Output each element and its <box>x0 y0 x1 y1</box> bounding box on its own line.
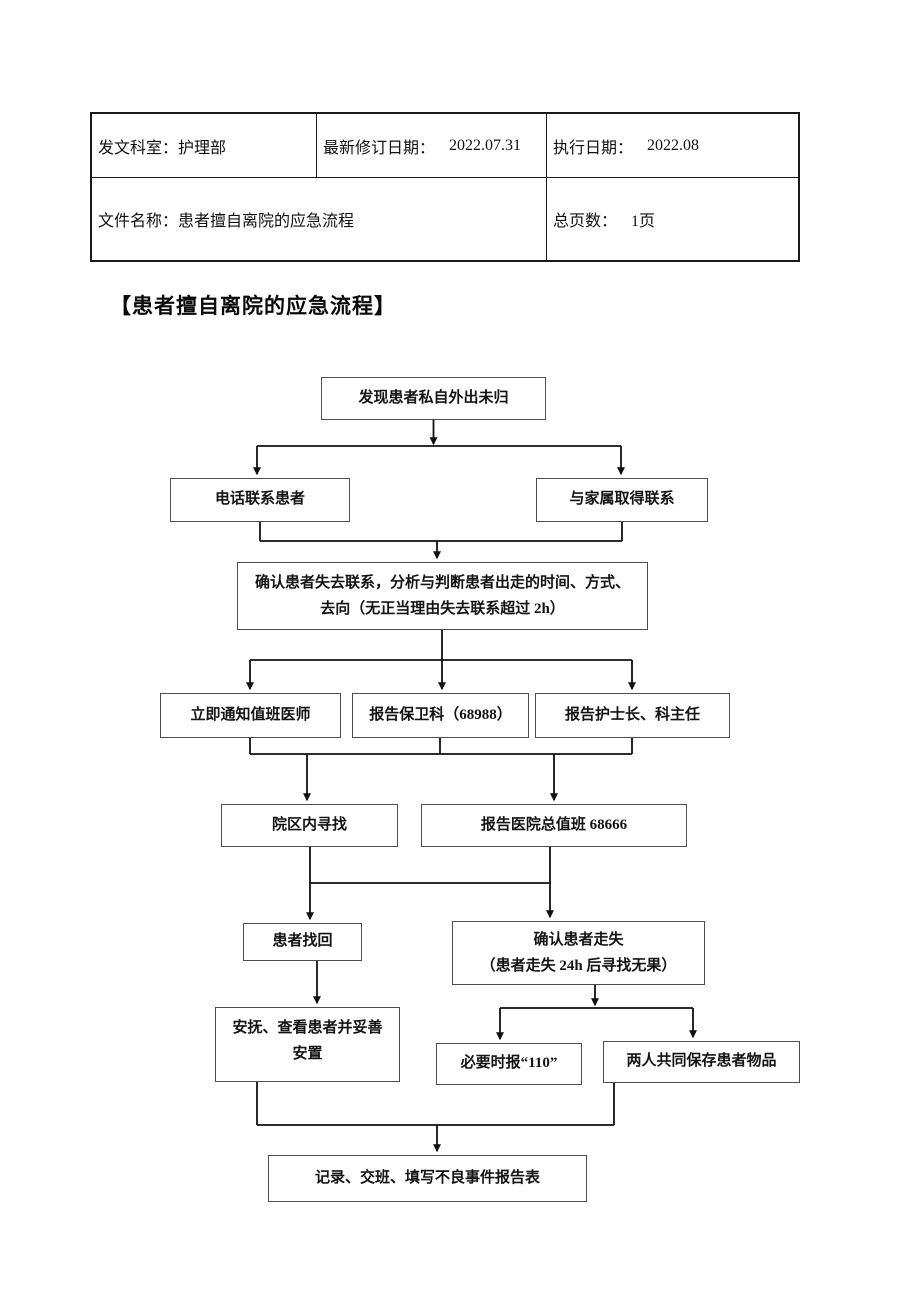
flow-node-confirm-contact-lost: 确认患者失去联系，分析与判断患者出走的时间、方式、 去向（无正当理由失去联系超过… <box>237 562 648 630</box>
revision-date-label: 最新修订日期： <box>323 139 436 157</box>
total-pages-cell: 总页数： 1页 <box>547 178 798 260</box>
effective-date-value: 2022.08 <box>647 136 700 154</box>
flow-node-contact-family: 与家属取得联系 <box>536 478 708 522</box>
flow-node-discover: 发现患者私自外出未归 <box>321 377 546 420</box>
issuing-dept-value: 护理部 <box>178 139 227 157</box>
flow-node-call-110: 必要时报“110” <box>436 1043 582 1085</box>
flow-node-report-head-nurse: 报告护士长、科主任 <box>535 693 730 738</box>
revision-date-cell: 最新修订日期： 2022.07.31 <box>317 114 547 177</box>
effective-date-label: 执行日期： <box>553 139 634 157</box>
total-pages-value: 1页 <box>631 213 656 230</box>
flow-node-keep-belongings: 两人共同保存患者物品 <box>603 1041 800 1083</box>
flow-node-search-hospital: 院区内寻找 <box>221 804 398 847</box>
file-name-cell: 文件名称：患者擅自离院的应急流程 <box>92 178 547 260</box>
flow-node-record-handover: 记录、交班、填写不良事件报告表 <box>268 1155 587 1202</box>
flow-node-notify-doctor: 立即通知值班医师 <box>160 693 341 738</box>
flow-node-report-security: 报告保卫科（68988） <box>352 693 529 738</box>
issuing-dept-label: 发文科室： <box>98 139 179 157</box>
header-table-row-2: 文件名称：患者擅自离院的应急流程 总页数： 1页 <box>92 178 798 260</box>
effective-date-cell: 执行日期： 2022.08 <box>547 114 798 177</box>
flow-node-comfort-patient: 安抚、查看患者并妥善 安置 <box>215 1007 400 1082</box>
header-table-row-1: 发文科室：护理部 最新修订日期： 2022.07.31 执行日期： 2022.08 <box>92 114 798 178</box>
file-name-value: 患者擅自离院的应急流程 <box>178 213 355 230</box>
total-pages-label: 总页数： <box>553 213 618 230</box>
file-name-label: 文件名称： <box>98 213 179 230</box>
flow-node-phone-patient: 电话联系患者 <box>170 478 350 522</box>
issuing-dept-cell: 发文科室：护理部 <box>92 114 317 177</box>
flow-node-report-duty-office: 报告医院总值班 68666 <box>421 804 687 847</box>
page-title: 【患者擅自离院的应急流程】 <box>110 295 396 318</box>
document-header-table: 发文科室：护理部 最新修订日期：2022.07.31 执行日期：2022.08 … <box>90 112 800 262</box>
flow-node-patient-lost: 确认患者走失 （患者走失 24h 后寻找无果） <box>452 921 705 985</box>
revision-date-value: 2022.07.31 <box>449 136 522 154</box>
flow-node-patient-found: 患者找回 <box>243 923 362 961</box>
